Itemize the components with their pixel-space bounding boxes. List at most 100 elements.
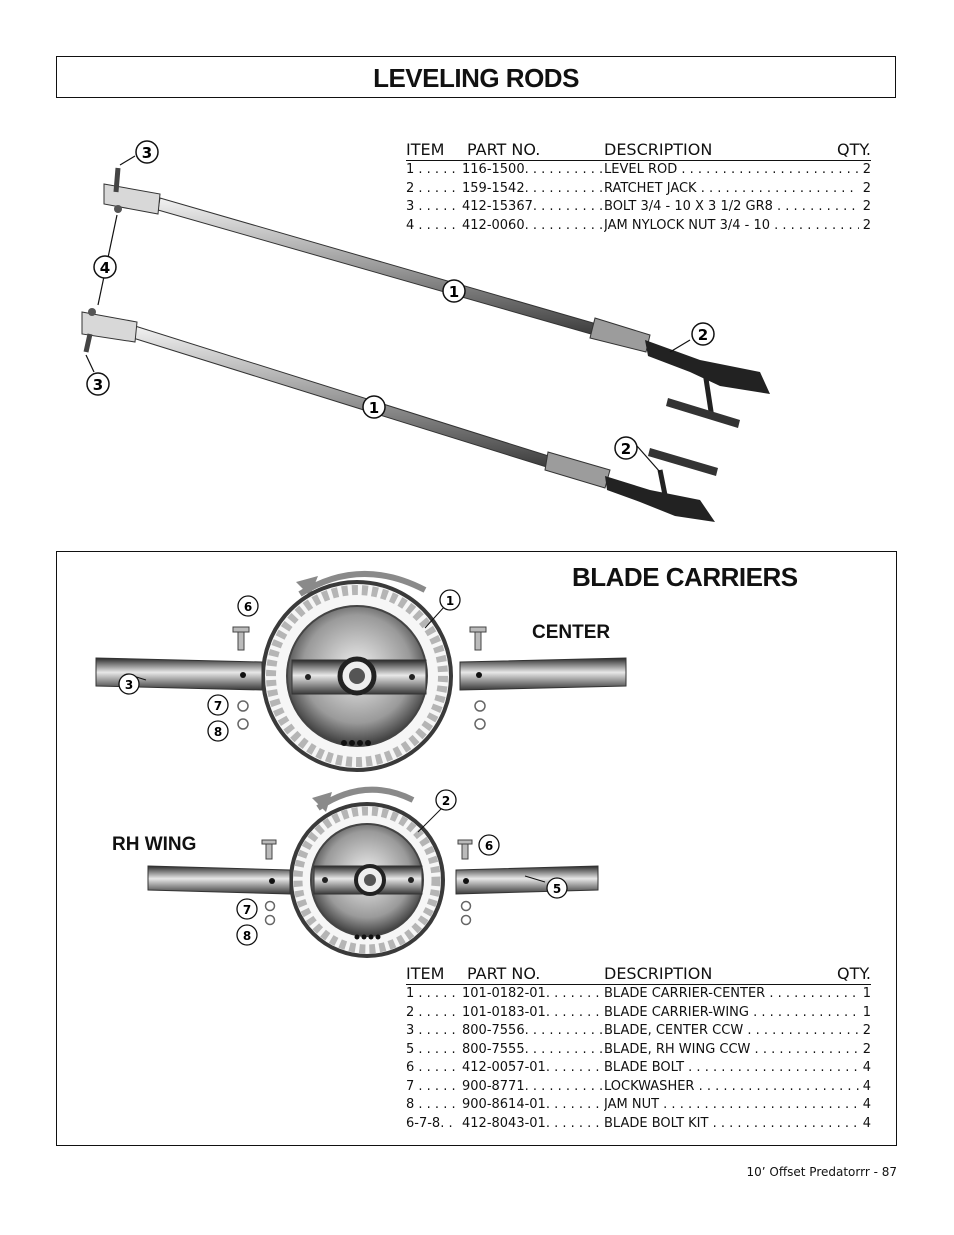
cell-desc: JAM NYLOCK NUT 3/4 - 10 — [604, 217, 859, 236]
cell-part: 412-8043-01. . . . . . . — [462, 1115, 600, 1131]
cell-desc: BLADE, CENTER CCW — [604, 1022, 859, 1041]
cell-qty: 4 — [862, 1060, 871, 1075]
callout-1-upper: 1 — [442, 279, 466, 303]
callout-5-blade: 5 — [546, 877, 568, 899]
svg-text:5: 5 — [553, 882, 561, 896]
table-row: 2 . . . . . 101-0183-01. . . . . . . BLA… — [406, 1004, 871, 1023]
callout-6-wing: 6 — [478, 834, 500, 856]
cell-desc: LEVEL ROD — [604, 161, 859, 180]
wing-carrier — [289, 786, 445, 958]
header-part: PART NO. — [467, 140, 541, 159]
header-qty: QTY. — [837, 964, 871, 983]
callout-2-upper: 2 — [691, 322, 715, 346]
callout-6-center: 6 — [237, 595, 259, 617]
cell-part: 101-0182-01. . . . . . . — [462, 986, 600, 1001]
rh-wing-label: RH WING — [112, 834, 197, 855]
table-row: 1 . . . . . 101-0182-01. . . . . . . BLA… — [406, 985, 871, 1004]
cell-qty: 2 — [862, 1041, 871, 1057]
svg-text:6: 6 — [244, 600, 252, 614]
callout-8-wing: 8 — [236, 924, 258, 946]
cell-part: 101-0183-01. . . . . . . — [462, 1004, 600, 1020]
svg-text:7: 7 — [214, 699, 222, 713]
callout-4: 4 — [93, 255, 117, 279]
cell-qty: 2 — [862, 162, 871, 177]
callout-3-upper: 3 — [135, 140, 159, 164]
cell-desc: BLADE CARRIER-WING — [604, 1004, 859, 1023]
cell-qty: 2 — [862, 180, 871, 196]
callout-1-carrier: 1 — [439, 589, 461, 611]
cell-desc: BOLT 3/4 - 10 X 3 1/2 GR8 — [604, 198, 859, 217]
svg-text:6: 6 — [485, 839, 493, 853]
table-row: 6 . . . . . 412-0057-01. . . . . . . BLA… — [406, 1059, 871, 1078]
cell-desc: BLADE BOLT — [604, 1059, 859, 1078]
leveling-rods-diagram: 3 4 1 2 3 1 2 — [81, 140, 770, 522]
table-row: 8 . . . . . 900-8614-01. . . . . . . JAM… — [406, 1096, 871, 1115]
cell-item: 3 . . . . . — [406, 199, 456, 214]
cell-qty: 2 — [862, 199, 871, 214]
wing-blade-bolt-icon — [261, 839, 473, 860]
cell-item: 4 . . . . . — [406, 217, 456, 233]
cell-item: 8 . . . . . — [406, 1097, 456, 1112]
cell-qty: 1 — [862, 1004, 871, 1020]
cell-part: 412-15367. . . . . . . . . — [462, 199, 604, 214]
cell-item: 6-7-8. . — [406, 1115, 453, 1131]
cell-desc: RATCHET JACK — [604, 180, 859, 199]
page-footer: 10’ Offset Predatorrr - 87 — [746, 1165, 897, 1179]
cell-qty: 1 — [862, 986, 871, 1001]
table-row: 6-7-8. . 412-8043-01. . . . . . . BLADE … — [406, 1115, 871, 1134]
cell-desc: LOCKWASHER — [604, 1078, 859, 1097]
cell-part: 900-8614-01. . . . . . . — [462, 1097, 600, 1112]
cell-qty: 2 — [862, 217, 871, 233]
cell-qty: 4 — [862, 1097, 871, 1112]
leveling-rods-parts-table: ITEM PART NO. DESCRIPTION QTY. 1 . . . .… — [406, 140, 871, 235]
blade-carriers-diagram: 1 6 3 7 8 2 6 5 7 8 — [95, 571, 627, 958]
callout-2-carrier: 2 — [435, 789, 457, 811]
table-row: 4 . . . . . 412-0060. . . . . . . . . . … — [406, 217, 871, 236]
cell-desc: JAM NUT — [604, 1096, 859, 1115]
leveling-rods-title: LEVELING RODS — [373, 63, 579, 93]
svg-text:2: 2 — [698, 326, 708, 344]
blade-bolt-icon — [232, 626, 487, 651]
callout-8-center: 8 — [207, 720, 229, 742]
cell-desc: BLADE BOLT KIT — [604, 1115, 859, 1134]
svg-text:1: 1 — [449, 283, 459, 301]
callout-2-lower: 2 — [614, 436, 638, 460]
center-label: CENTER — [532, 622, 611, 643]
wing-lockwasher-icon — [264, 900, 472, 926]
svg-text:8: 8 — [214, 725, 222, 739]
svg-text:4: 4 — [100, 259, 110, 277]
wing-blade-right — [455, 865, 599, 895]
svg-text:3: 3 — [142, 144, 152, 162]
cell-part: 159-1542. . . . . . . . . . — [462, 180, 604, 196]
cell-item: 5 . . . . . — [406, 1041, 456, 1057]
svg-text:1: 1 — [369, 399, 379, 417]
cell-item: 1 . . . . . — [406, 986, 456, 1001]
header-item: ITEM — [406, 140, 445, 159]
table-row: 7 . . . . . 900-8771. . . . . . . . . . … — [406, 1078, 871, 1097]
leveling-rods-title-box: LEVELING RODS — [56, 56, 896, 98]
wing-blade-left — [147, 865, 291, 895]
svg-text:7: 7 — [243, 903, 251, 917]
cell-item: 6 . . . . . — [406, 1060, 456, 1075]
table-row: 3 . . . . . 800-7556. . . . . . . . . . … — [406, 1022, 871, 1041]
center-blade-right — [459, 657, 627, 691]
table-header: ITEM PART NO. DESCRIPTION QTY. — [406, 140, 871, 161]
table-row: 2 . . . . . 159-1542. . . . . . . . . . … — [406, 180, 871, 199]
table-header: ITEM PART NO. DESCRIPTION QTY. — [406, 964, 871, 985]
center-carrier — [261, 571, 453, 772]
level-rod-lower — [81, 308, 718, 522]
cell-part: 412-0060. . . . . . . . . . — [462, 217, 604, 233]
callout-7-center: 7 — [207, 694, 229, 716]
table-row: 1 . . . . . 116-1500. . . . . . . . . . … — [406, 161, 871, 180]
header-qty: QTY. — [837, 140, 871, 159]
cell-item: 1 . . . . . — [406, 162, 456, 177]
blade-carriers-title: BLADE CARRIERS — [572, 562, 798, 592]
level-rod-upper — [103, 167, 770, 428]
callout-1-lower: 1 — [362, 395, 386, 419]
cell-item: 3 . . . . . — [406, 1023, 456, 1038]
svg-text:3: 3 — [125, 678, 133, 692]
header-desc: DESCRIPTION — [604, 140, 713, 159]
header-item: ITEM — [406, 964, 445, 983]
cell-item: 2 . . . . . — [406, 180, 456, 196]
cell-item: 7 . . . . . — [406, 1078, 456, 1094]
